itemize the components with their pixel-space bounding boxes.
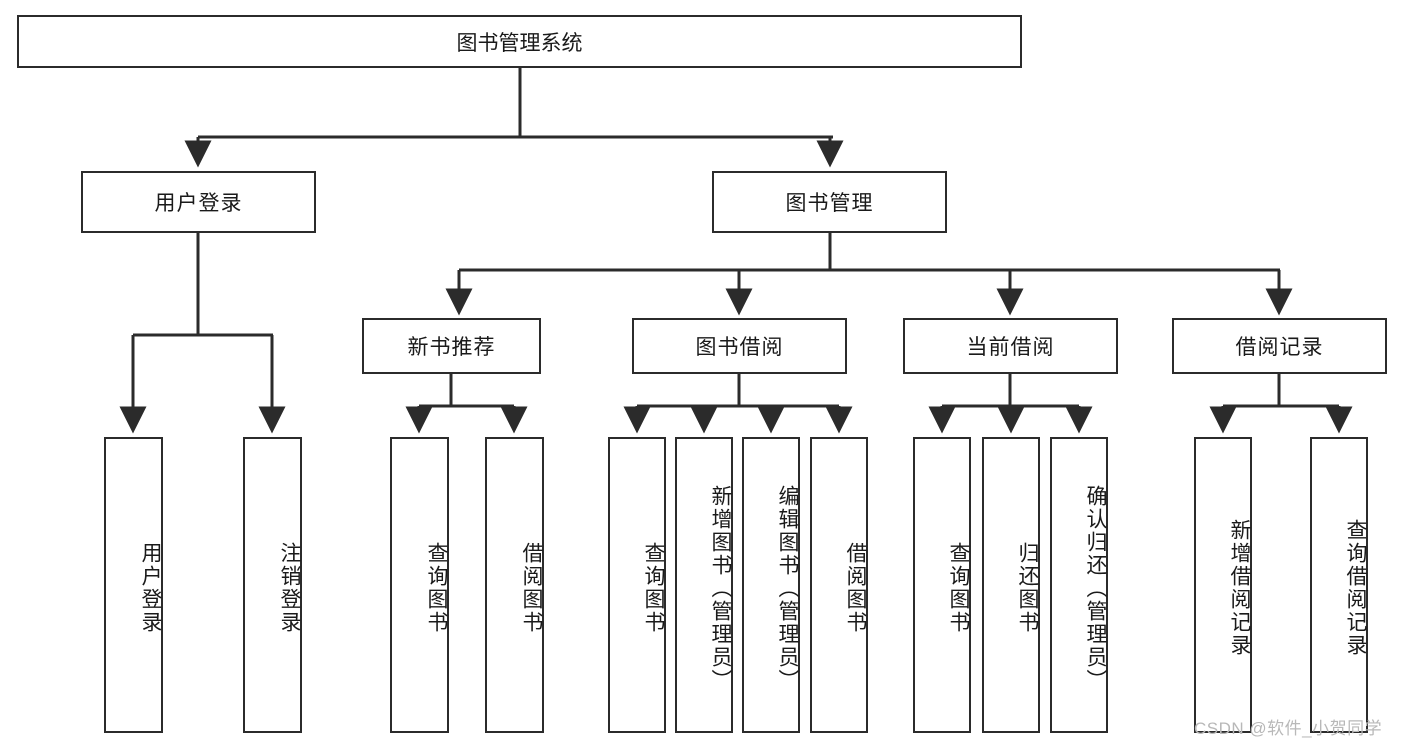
node-label: 归还图书	[1016, 542, 1039, 634]
node-label: 图书借阅	[695, 336, 784, 359]
node-leaf-user-logout[interactable]: 注销登录	[243, 437, 302, 733]
csdn-watermark: CSDN @软件_小贺同学	[1194, 719, 1383, 738]
node-book-borrow[interactable]: 图书借阅	[632, 318, 847, 374]
node-label: 查询图书	[425, 542, 448, 634]
node-label: 借阅图书	[844, 542, 867, 634]
node-leaf-add-book[interactable]: 新增图书（管理员）	[675, 437, 733, 733]
node-label: 用户登录	[154, 192, 243, 215]
node-label: 新增借阅记录	[1228, 519, 1251, 657]
node-label: 当前借阅	[966, 336, 1055, 359]
node-leaf-borrow-book-2[interactable]: 借阅图书	[810, 437, 868, 733]
node-label: 编辑图书（管理员）	[776, 484, 799, 692]
node-new-book-rec[interactable]: 新书推荐	[362, 318, 541, 374]
node-label: 注销登录	[278, 542, 301, 634]
node-label: 借阅记录	[1235, 336, 1324, 359]
node-current-borrow[interactable]: 当前借阅	[903, 318, 1118, 374]
node-label: 查询图书	[642, 542, 665, 634]
node-book-manage[interactable]: 图书管理	[712, 171, 947, 233]
node-label: 确认归还（管理员）	[1084, 484, 1107, 692]
node-label: 借阅图书	[520, 542, 543, 634]
node-label: 新书推荐	[407, 336, 496, 359]
node-leaf-add-record[interactable]: 新增借阅记录	[1194, 437, 1252, 733]
node-leaf-edit-book[interactable]: 编辑图书（管理员）	[742, 437, 800, 733]
node-leaf-return-book[interactable]: 归还图书	[982, 437, 1040, 733]
node-borrow-record[interactable]: 借阅记录	[1172, 318, 1387, 374]
node-leaf-user-login[interactable]: 用户登录	[104, 437, 163, 733]
node-label: 查询图书	[947, 542, 970, 634]
node-label: 新增图书（管理员）	[709, 484, 732, 692]
node-label: 用户登录	[139, 542, 162, 634]
node-leaf-confirm-return[interactable]: 确认归还（管理员）	[1050, 437, 1108, 733]
node-label: 图书管理	[785, 192, 874, 215]
node-label: 图书管理系统	[456, 31, 583, 55]
node-label: 查询借阅记录	[1344, 519, 1367, 657]
node-leaf-query-book-2[interactable]: 查询图书	[608, 437, 666, 733]
node-root-system[interactable]: 图书管理系统	[17, 15, 1022, 68]
node-leaf-query-record[interactable]: 查询借阅记录	[1310, 437, 1368, 733]
node-leaf-query-book-3[interactable]: 查询图书	[913, 437, 971, 733]
node-user-login[interactable]: 用户登录	[81, 171, 316, 233]
node-leaf-borrow-book-1[interactable]: 借阅图书	[485, 437, 544, 733]
node-leaf-query-book-1[interactable]: 查询图书	[390, 437, 449, 733]
